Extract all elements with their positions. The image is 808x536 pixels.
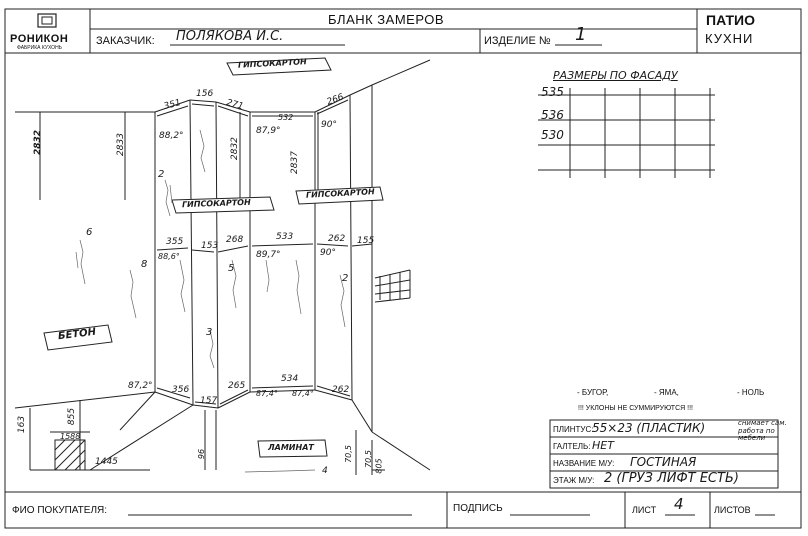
dim-side-1445: 1445 [95,457,118,467]
zone-mark-8: 8 [141,259,148,270]
angle-87-4-right: 87,4° [292,389,314,398]
product-label: ИЗДЕЛИЕ № [484,35,551,47]
dim-mid-262: 262 [328,234,346,244]
logo-name: РОНИКОН [10,33,69,45]
floor-70-5-left: 70,5 [343,445,353,463]
zone-mark-5: 5 [228,263,235,274]
angle-89-7: 89,7° [256,250,281,260]
header-frame [4,8,802,54]
facade-row-3[interactable]: 530 [541,128,564,142]
dim-top-156: 156 [196,89,214,99]
angle-88-6: 88,6° [158,252,180,261]
signature-label: ПОДПИСЬ [453,503,503,514]
dim-mid-268: 268 [226,235,244,245]
facade-title: РАЗМЕРЫ ПО ФАСАДУ [553,69,678,82]
brand-line-2: КУХНИ [705,31,754,46]
dim-mid-355: 355 [166,237,184,247]
dim-bot-265: 265 [228,381,246,391]
room-value[interactable]: ГОСТИНАЯ [630,455,697,469]
footer-frame [4,491,802,529]
height-2832-mid: 2832 [229,137,240,160]
logo-subtitle: ФАБРИКА КУХОНЬ [17,45,62,51]
dim-bot-356: 356 [172,385,190,395]
angle-87-2: 87,2° [128,381,153,391]
height-2832-left: 2832 [33,129,44,156]
zone-mark-3: 3 [206,327,213,338]
height-2837: 2837 [289,151,300,174]
dim-side-163: 163 [17,415,28,434]
dim-top-532: 532 [278,113,294,122]
laminate-label: ЛАМИНАТ [268,443,314,452]
angle-87-4-left: 87,4° [256,389,278,398]
zone-mark-2-left: 2 [158,169,165,180]
sheet-value[interactable]: 4 [674,495,684,513]
customer-label: ЗАКАЗЧИК: [96,35,155,47]
dim-side-855: 855 [67,407,78,426]
legend-zero: - НОЛЬ [737,388,765,397]
legend-pit: - ЯМА, [654,388,679,397]
galtel-label: ГАЛТЕЛЬ: [553,442,591,451]
dim-bot-262: 262 [332,385,350,395]
room-label: НАЗВАНИЕ М/У: [553,459,615,468]
plinth-note: снимает сам. работа по мебели [738,419,787,443]
floor-96: 96 [197,448,207,460]
plinth-label: ПЛИНТУС: [553,425,594,434]
zone-mark-6: 6 [86,227,93,238]
customer-value[interactable]: ПОЛЯКОВА И.С. [176,29,284,44]
floor-label: ЭТАЖ М/У: [553,476,595,485]
dim-bot-157: 157 [200,396,218,406]
dim-mid-153: 153 [201,241,219,251]
dim-side-1588: 1588 [60,432,81,441]
galtel-value[interactable]: НЕТ [592,439,614,452]
angle-87-9: 87,9° [256,126,281,136]
slopes-warning: !!! УКЛОНЫ НЕ СУММИРУЮТСЯ !!! [578,405,693,412]
sheet-label: ЛИСТ [632,505,657,515]
angle-90-top: 90° [321,120,337,130]
floor-805: 805 [374,458,384,474]
zone-mark-2-right: 2 [342,273,349,284]
height-2833: 2833 [115,133,126,156]
product-value[interactable]: 1 [575,24,587,45]
legend-bump: - БУГОР, [577,388,609,397]
brand-line-1: ПАТИО [706,12,755,28]
buyer-name-label: ФИО ПОКУПАТЕЛЯ: [12,505,108,516]
angle-88-2: 88,2° [159,131,184,141]
facade-row-2[interactable]: 536 [541,108,564,122]
dim-bot-534: 534 [281,374,299,384]
laminate-note: 4 [322,466,328,476]
dim-mid-533: 533 [276,232,294,242]
form-title: БЛАНК ЗАМЕРОВ [328,12,444,27]
floor-value[interactable]: 2 (ГРУЗ ЛИФТ ЕСТЬ) [604,471,739,486]
dim-mid-155: 155 [357,236,375,246]
sheets-label: ЛИСТОВ [714,505,751,515]
plinth-value[interactable]: 55×23 (ПЛАСТИК) [592,421,706,435]
facade-row-1[interactable]: 535 [541,85,564,99]
floor-70-5-right: 70,5 [363,450,373,468]
angle-90-mid: 90° [320,248,336,258]
